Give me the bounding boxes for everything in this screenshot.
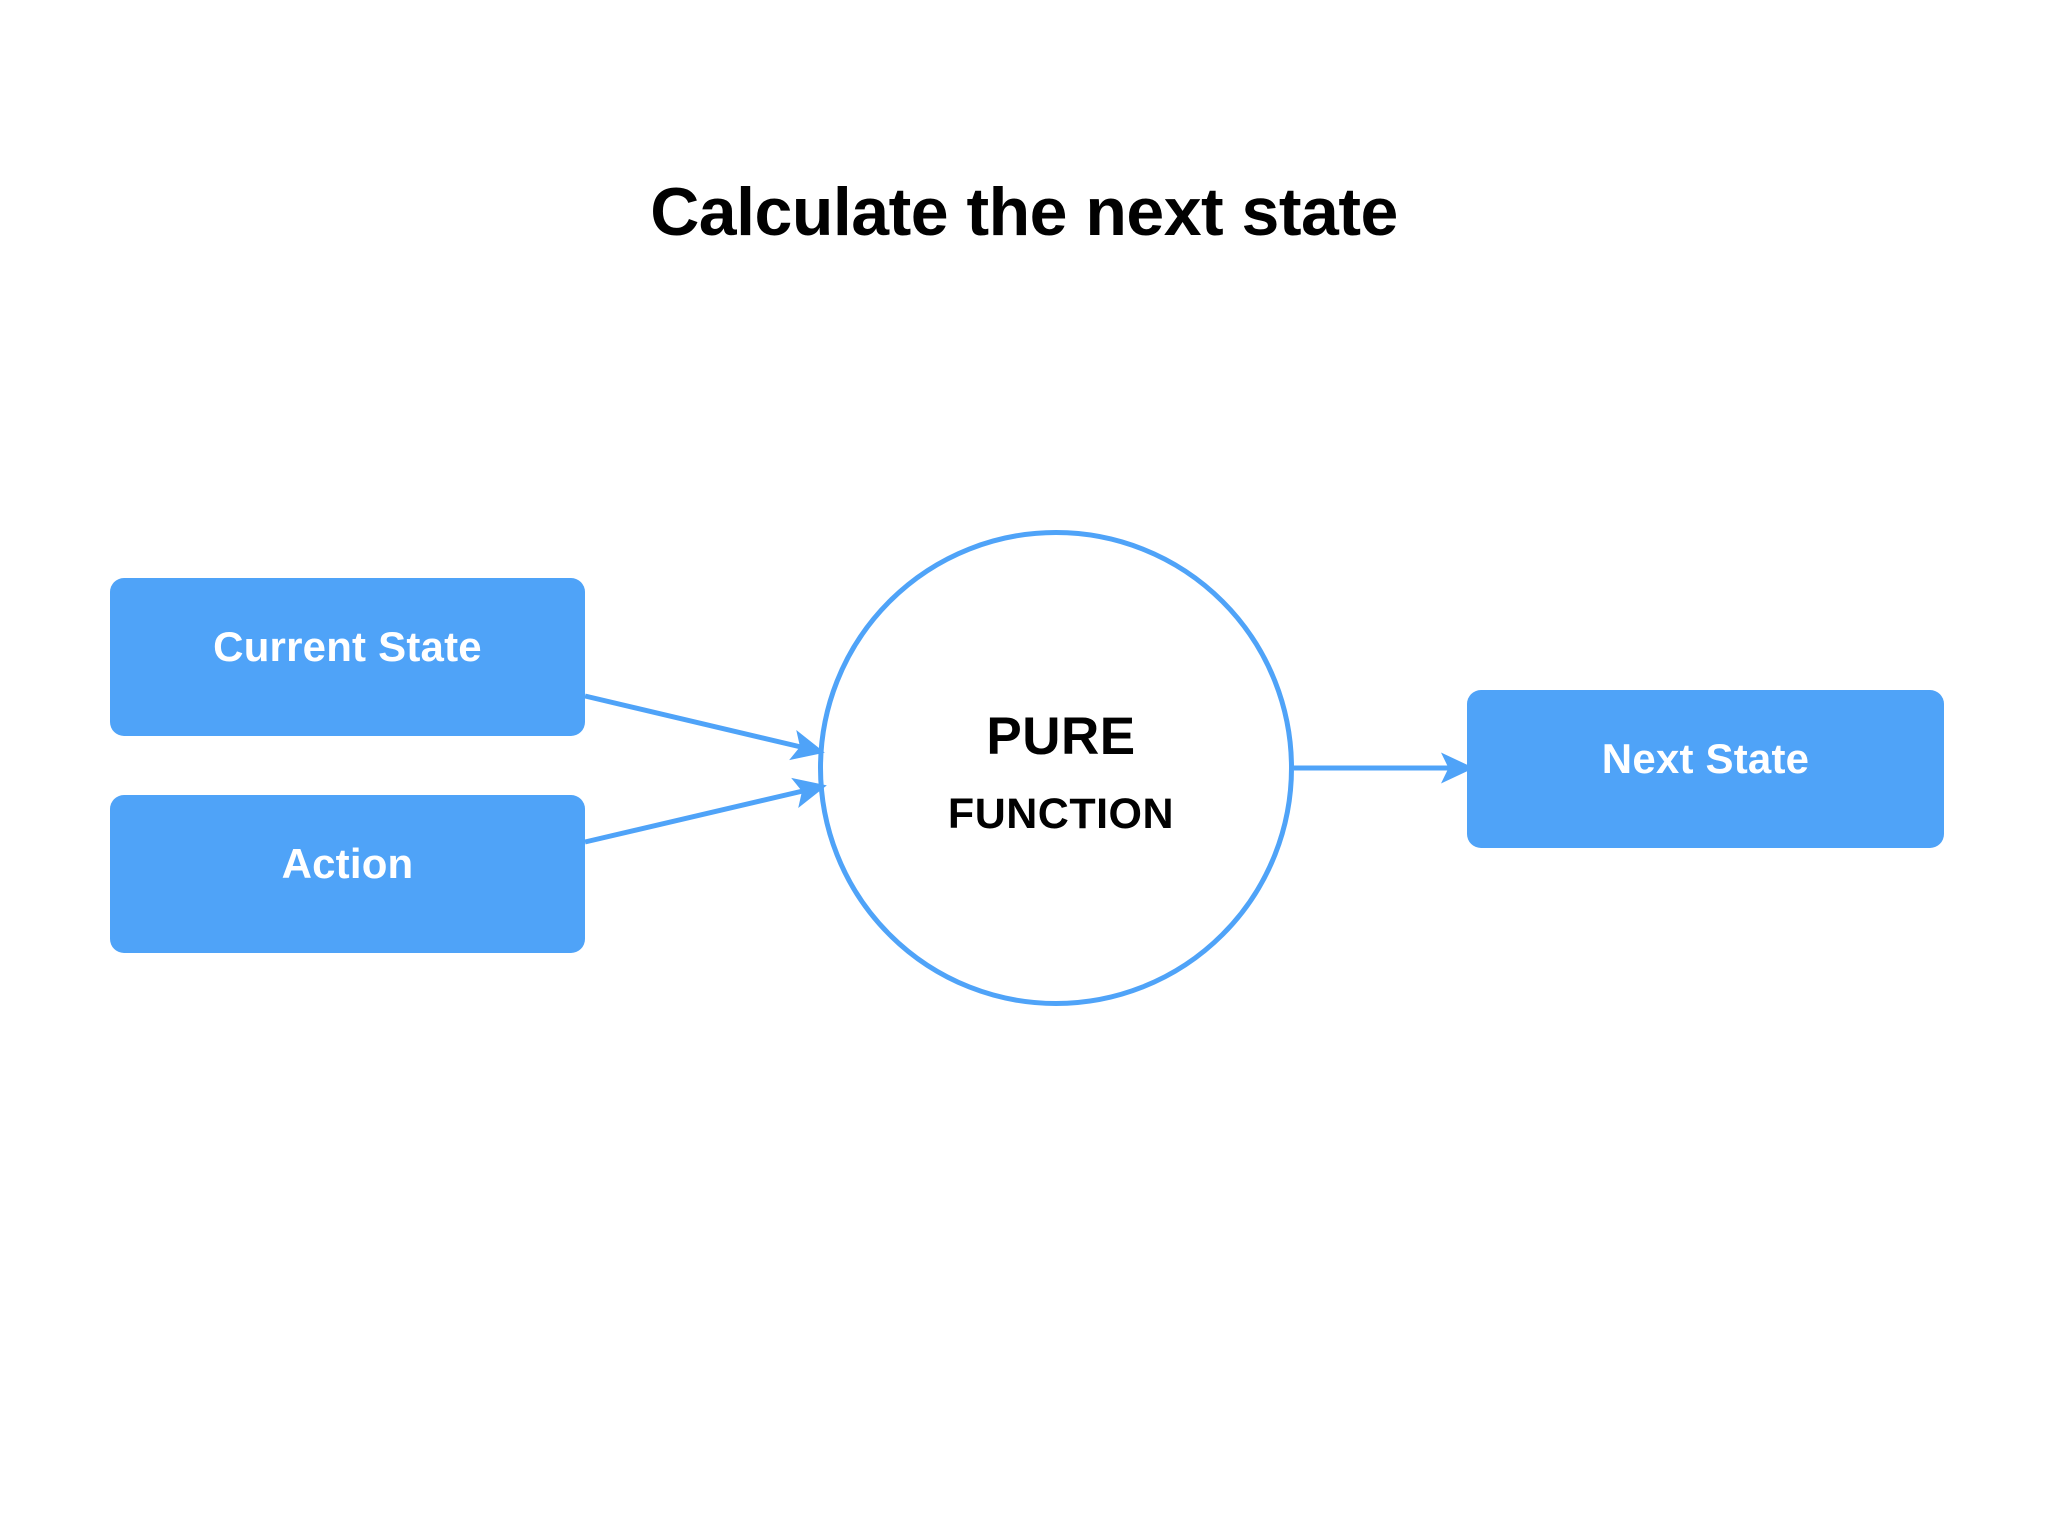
node-pure-function-primary-label: PURE [986, 707, 1136, 766]
connector-current-state-to-pure-function [584, 693, 825, 761]
node-next-state[interactable]: Next State [1467, 690, 1944, 848]
node-action-label: Action [281, 840, 414, 887]
node-action[interactable]: Action [110, 795, 585, 953]
page-title: Calculate the next state [650, 174, 1398, 250]
node-pure-function-secondary-label: FUNCTION [947, 790, 1175, 838]
connector-action-to-pure-function [584, 777, 827, 845]
node-next-state-label: Next State [1601, 735, 1810, 782]
node-current-state[interactable]: Current State [110, 578, 585, 736]
node-current-state-label: Current State [213, 623, 482, 670]
node-pure-function[interactable]: PURE FUNCTION [818, 530, 1294, 1006]
